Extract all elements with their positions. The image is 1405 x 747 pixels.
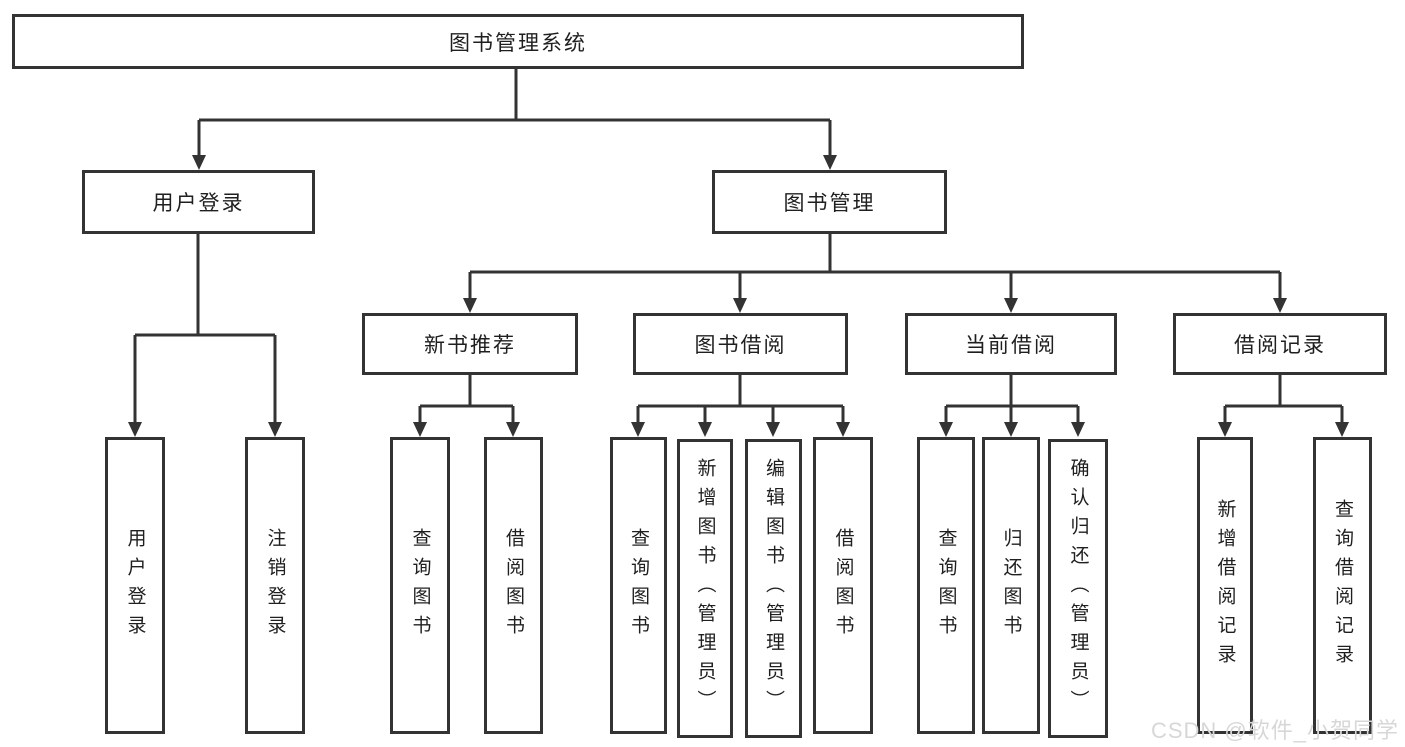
leaf-user-login-label: 用户登录 (124, 527, 146, 644)
leaf-query-books-recommend: 查询图书 (390, 437, 450, 734)
leaf-return-books: 归还图书 (982, 437, 1040, 734)
leaf-query-books-borrow: 查询图书 (610, 437, 667, 734)
node-user-login-branch: 用户登录 (82, 170, 315, 234)
node-book-borrow: 图书借阅 (633, 313, 848, 375)
leaf-query-books-recommend-label: 查询图书 (409, 527, 431, 644)
leaf-borrow-books: 借阅图书 (813, 437, 873, 734)
node-book-management-branch: 图书管理 (712, 170, 947, 234)
arrowhead-group (128, 155, 1349, 437)
node-book-management-branch-label: 图书管理 (783, 192, 876, 215)
leaf-edit-books-admin-label: 编辑图书（管理员） (763, 458, 784, 719)
leaf-edit-books-admin: 编辑图书（管理员） (745, 439, 802, 738)
node-borrow-record: 借阅记录 (1173, 313, 1387, 375)
leaf-borrow-books-label: 借阅图书 (832, 527, 854, 644)
leaf-borrow-books-recommend-label: 借阅图书 (503, 527, 524, 644)
leaf-query-borrow-record: 查询借阅记录 (1313, 437, 1372, 734)
node-new-book-recommend: 新书推荐 (362, 313, 578, 375)
node-current-borrow: 当前借阅 (905, 313, 1117, 375)
leaf-user-login: 用户登录 (105, 437, 165, 734)
leaf-query-borrow-record-label: 查询借阅记录 (1332, 498, 1353, 673)
leaf-query-books-current-label: 查询图书 (935, 527, 957, 644)
leaf-add-borrow-record: 新增借阅记录 (1197, 437, 1253, 734)
leaf-add-borrow-record-label: 新增借阅记录 (1214, 498, 1236, 673)
leaf-confirm-return-admin: 确认归还（管理员） (1048, 439, 1108, 738)
leaf-add-books-admin: 新增图书（管理员） (677, 439, 733, 738)
node-root-system: 图书管理系统 (12, 14, 1024, 69)
node-book-borrow-label: 图书借阅 (694, 334, 787, 357)
node-borrow-record-label: 借阅记录 (1234, 334, 1326, 357)
csdn-watermark: CSDN @软件_小贺同学 (1150, 718, 1399, 743)
leaf-confirm-return-admin-label: 确认归还（管理员） (1067, 458, 1089, 719)
leaf-logout-label: 注销登录 (264, 527, 286, 644)
leaf-return-books-label: 归还图书 (1000, 527, 1022, 644)
node-root-label: 图书管理系统 (449, 31, 587, 55)
leaf-query-books-current: 查询图书 (917, 437, 975, 734)
leaf-add-books-admin-label: 新增图书（管理员） (694, 458, 716, 719)
leaf-query-books-borrow-label: 查询图书 (628, 527, 649, 644)
leaf-borrow-books-recommend: 借阅图书 (484, 437, 543, 734)
node-current-borrow-label: 当前借阅 (965, 334, 1057, 357)
node-user-login-branch-label: 用户登录 (152, 192, 245, 215)
node-new-book-recommend-label: 新书推荐 (424, 334, 516, 357)
leaf-logout: 注销登录 (245, 437, 305, 734)
